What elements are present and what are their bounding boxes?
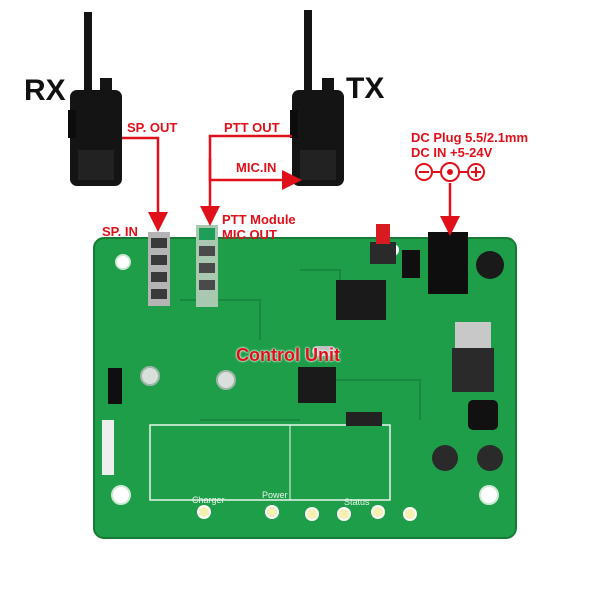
audio-jack-sp: [148, 232, 170, 306]
capacitor: [477, 445, 503, 471]
sp-out-label: SP. OUT: [127, 120, 178, 135]
mcu-chip: [298, 367, 336, 403]
push-button-base: [370, 242, 396, 264]
tx-label: TX: [346, 72, 385, 105]
mount-hole: [216, 370, 236, 390]
led-power: [265, 505, 279, 519]
connection-lines: [122, 134, 460, 236]
pin-header: [402, 250, 420, 278]
sp-out-line: [122, 136, 168, 232]
mount-hole: [115, 254, 131, 270]
rx-label: RX: [24, 74, 66, 107]
dc-jack: [428, 232, 468, 294]
ic-chip-small: [346, 412, 382, 426]
ptt-out-line: [200, 134, 292, 226]
regulator-tab: [455, 322, 491, 348]
tx-radio-icon: [290, 10, 344, 186]
pin-header: [108, 368, 122, 404]
ptt-out-label: PTT OUT: [224, 120, 280, 135]
capacitor: [476, 251, 504, 279]
power-silk: Power: [262, 490, 288, 500]
control-unit-label: Control Unit: [236, 345, 340, 365]
ic-chip: [336, 280, 386, 320]
mic-out-label: MIC.OUT: [222, 227, 277, 242]
rx-radio-icon: [68, 12, 122, 186]
polarity-icon: [415, 162, 485, 182]
capacitor: [432, 445, 458, 471]
led-status: [371, 505, 385, 519]
dc-in-label: DC IN +5-24V: [411, 145, 493, 160]
led-charger: [197, 505, 211, 519]
connector-strip: [102, 420, 114, 475]
inductor: [468, 400, 498, 430]
mount-hole: [111, 485, 131, 505]
led-status: [403, 507, 417, 521]
control-board: [93, 224, 517, 539]
mic-in-label: MIC.IN: [236, 160, 277, 175]
push-button: [376, 224, 390, 244]
mount-hole: [140, 366, 160, 386]
status-silk: Status: [344, 497, 370, 507]
mic-in-line: [208, 158, 302, 190]
led-status: [337, 507, 351, 521]
led-status: [305, 507, 319, 521]
crystal: [312, 346, 336, 356]
sp-in-label: SP. IN: [102, 224, 138, 239]
mount-hole: [479, 485, 499, 505]
battery-outline: [149, 424, 391, 501]
charger-silk: Charger: [192, 495, 225, 505]
regulator: [452, 348, 494, 392]
ptt-module-label: PTT Module: [222, 212, 296, 227]
dc-plug-label: DC Plug 5.5/2.1mm: [411, 130, 529, 145]
